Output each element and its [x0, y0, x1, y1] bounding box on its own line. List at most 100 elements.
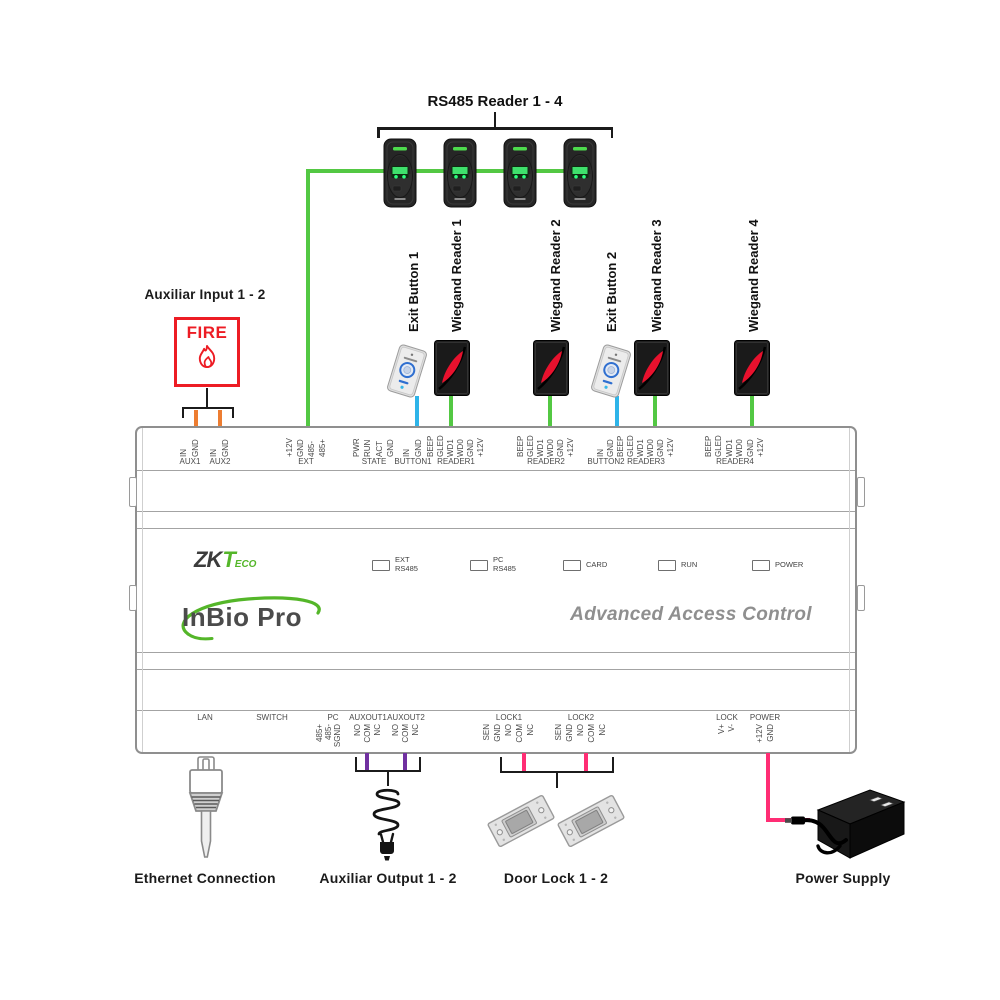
wiegand-reader-2-icon	[533, 340, 569, 396]
flame-icon	[198, 344, 216, 369]
device-label-wiegand-reader-4: Wiegand Reader 4	[746, 219, 761, 332]
fire-label: FIRE	[186, 323, 228, 342]
terminal-pin-auxout1-nc: NC	[373, 724, 382, 736]
terminal-pin-auxout2-nc: NC	[411, 724, 420, 736]
terminal-pin-reader3-+12v: +12V	[666, 438, 675, 457]
terminal-group-aux2: AUX2	[209, 457, 231, 466]
din-tab	[129, 477, 137, 507]
cfl-bulb-icon	[360, 786, 414, 868]
panel-edge-line-right	[849, 428, 850, 752]
door-lock-bracket-stem	[556, 771, 558, 788]
terminal-pin-state-run: RUN	[363, 439, 372, 457]
rs485-reader-4-icon	[563, 138, 597, 208]
din-tab	[857, 477, 865, 507]
terminal-group-lock1: LOCK1	[495, 713, 523, 722]
panel-divider	[137, 470, 855, 471]
wiegand-reader-3-icon	[634, 340, 670, 396]
panel-edge-line-left	[142, 428, 143, 752]
rs485-reader-3-icon	[503, 138, 537, 208]
panel-divider	[137, 528, 855, 529]
indicator-label: EXT RS485	[395, 555, 418, 573]
terminal-group-button1: BUTTON1	[394, 457, 432, 466]
terminal-pin-reader2-+12v: +12V	[566, 438, 575, 457]
wiegand-reader-1-icon	[434, 340, 470, 396]
tagline: Advanced Access Control	[570, 604, 812, 625]
terminal-pin-pc-sgnd: SGND	[333, 724, 342, 748]
ethernet-plug-icon	[179, 756, 233, 866]
wire-purple-auxout2	[403, 753, 407, 772]
terminal-group-aux1: AUX1	[179, 457, 201, 466]
panel-divider	[137, 669, 855, 670]
wire-orange-aux2	[218, 410, 222, 428]
wiegand-reader-4-icon	[734, 340, 770, 396]
terminal-group-pc: PC	[327, 713, 339, 722]
indicator-label: RUN	[681, 559, 698, 569]
controller-panel	[135, 426, 857, 754]
inbio-swoosh-icon	[181, 596, 321, 641]
panel-divider	[137, 652, 855, 653]
wire-green-reader2	[548, 394, 552, 428]
power-adapter-icon	[784, 776, 912, 874]
terminal-pin-reader1-+12v: +12V	[476, 438, 485, 457]
terminal-group-reader2: READER2	[527, 457, 565, 466]
fire-box: FIRE	[174, 317, 240, 387]
indicator-card: CARD	[563, 555, 607, 575]
aux-input-bracket-tick-right	[232, 407, 234, 418]
rs485-bracket-stem	[494, 112, 496, 129]
inbio-pro-logo: InBio Pro	[170, 590, 346, 642]
aux-output-caption: Auxiliar Output 1 - 2	[319, 870, 457, 886]
door-strike-2-icon	[556, 786, 626, 856]
logo-eco: ECO	[234, 559, 257, 570]
rs485-bracket-tick-left	[377, 127, 380, 138]
device-label-wiegand-reader-2: Wiegand Reader 2	[548, 219, 563, 332]
terminal-pin-reader4-+12v: +12V	[756, 438, 765, 457]
wire-green-reader3	[653, 394, 657, 428]
power-supply-caption: Power Supply	[795, 870, 891, 886]
door-lock-bracket-tick-right	[612, 757, 614, 773]
wire-green-ext-vertical	[306, 169, 310, 428]
rs485-bracket-label: RS485 Reader 1 - 4	[427, 93, 563, 110]
rs485-reader-1-icon	[383, 138, 417, 208]
device-label-wiegand-reader-1: Wiegand Reader 1	[449, 219, 464, 332]
terminal-pin-ext-485+: 485+	[318, 438, 327, 457]
led-icon	[752, 559, 770, 571]
wire-blue-button1	[415, 396, 419, 428]
door-lock-caption: Door Lock 1 - 2	[503, 870, 609, 886]
terminal-group-reader3: READER3	[627, 457, 665, 466]
terminal-group-lock: LOCK	[716, 713, 738, 722]
din-tab	[129, 585, 137, 611]
led-icon	[470, 559, 488, 571]
device-label-exit-button-1: Exit Button 1	[406, 251, 421, 332]
aux-input-label: Auxiliar Input 1 - 2	[144, 287, 266, 302]
aux-input-bracket-tick-left	[182, 407, 184, 418]
device-label-wiegand-reader-3: Wiegand Reader 3	[649, 219, 664, 332]
terminal-pin-lock2-nc: NC	[598, 724, 607, 736]
terminal-pin-aux1-in: IN	[179, 449, 188, 457]
terminal-group-auxout1: AUXOUT1	[349, 713, 387, 722]
terminal-pin-power-gnd: GND	[766, 724, 775, 742]
terminal-group-switch: SWITCH	[256, 713, 288, 722]
wire-pink-lock1	[522, 753, 526, 772]
indicator-label: CARD	[586, 559, 608, 569]
led-icon	[563, 559, 581, 571]
device-label-exit-button-2: Exit Button 2	[604, 251, 619, 332]
exit-button-1-icon	[385, 343, 428, 400]
terminal-group-ext: EXT	[298, 457, 314, 466]
led-icon	[372, 559, 390, 571]
panel-divider	[137, 710, 855, 711]
wire-blue-button2	[615, 396, 619, 428]
terminal-pin-lock-v-: V-	[727, 724, 736, 732]
rs485-reader-2-icon	[443, 138, 477, 208]
terminal-group-lan: LAN	[197, 713, 213, 722]
din-tab	[857, 585, 865, 611]
door-strike-1-icon	[486, 786, 556, 856]
terminal-pin-button1-gnd: GND	[414, 439, 423, 457]
terminal-group-auxout2: AUXOUT2	[387, 713, 425, 722]
aux-output-bracket-tick-right	[419, 757, 421, 772]
terminal-group-button2: BUTTON2	[587, 457, 625, 466]
terminal-pin-aux2-gnd: GND	[221, 439, 230, 457]
wire-orange-aux1	[194, 410, 198, 428]
indicator-run: RUN	[658, 555, 697, 575]
